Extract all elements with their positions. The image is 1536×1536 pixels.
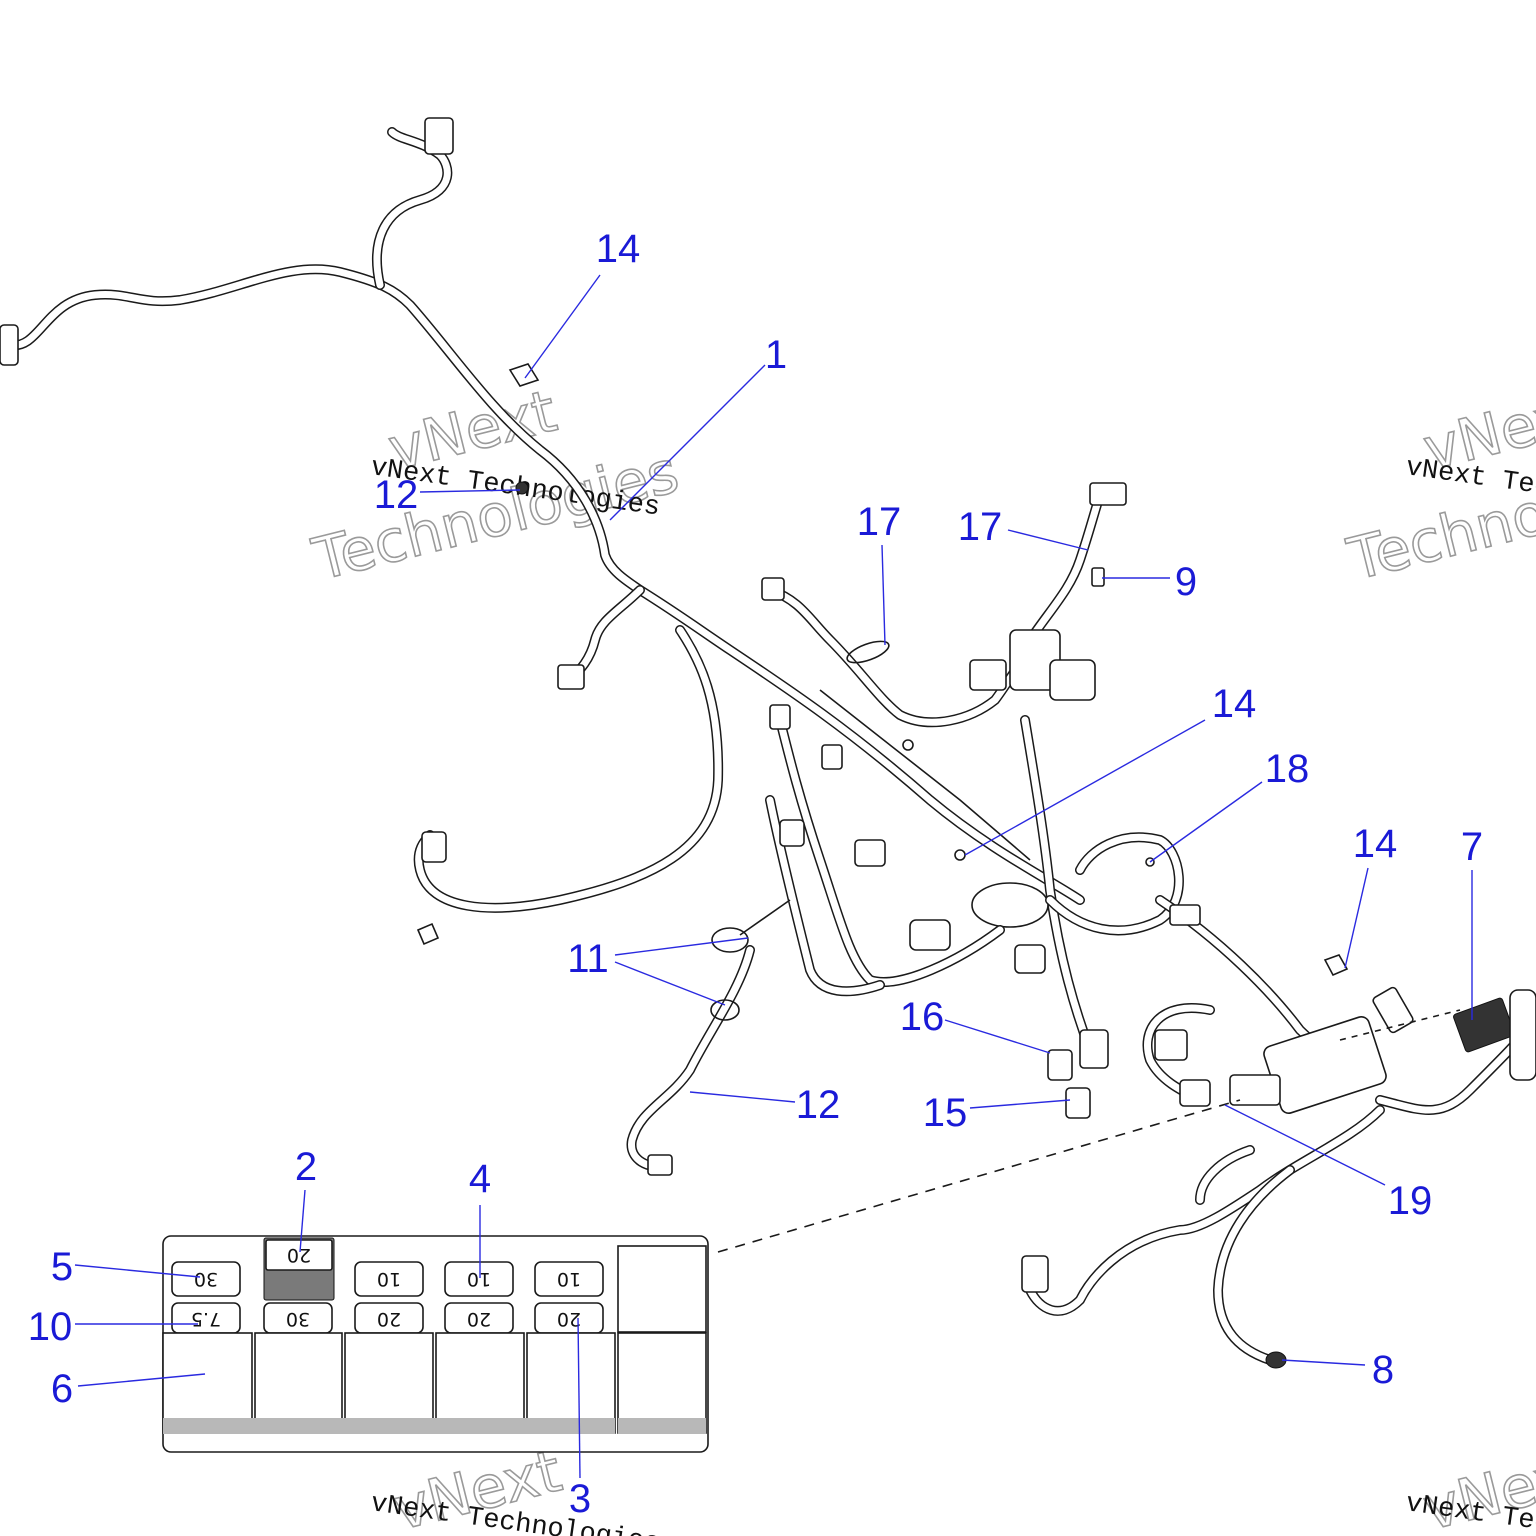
central-grommet [971, 882, 1049, 928]
callout-4: 4 [469, 1157, 491, 1201]
fuse-value-label: 30 [194, 1268, 218, 1290]
callout-14: 14 [596, 227, 641, 271]
fuse-box-inset: 30 20 10 10 10 7.5 30 20 20 20 [162, 1235, 709, 1453]
callout-3: 3 [569, 1477, 591, 1521]
connector-f [1154, 1029, 1188, 1061]
connector-c [854, 839, 886, 867]
callout-14: 14 [1212, 682, 1257, 726]
part-16 [1047, 1049, 1073, 1081]
connector-e [1169, 904, 1201, 926]
top-connector [424, 117, 454, 155]
relay [344, 1332, 434, 1434]
connector-b [821, 744, 843, 770]
fuse-socket [534, 1261, 604, 1297]
cable-tie-11a [711, 927, 749, 953]
callout-19: 19 [1388, 1179, 1433, 1223]
lower-left-connector [647, 1154, 673, 1176]
clip-12a [515, 481, 529, 495]
connector-a [769, 704, 791, 730]
callout-11: 11 [567, 937, 609, 981]
clip-14b [954, 849, 966, 861]
relay [435, 1332, 525, 1434]
relay-large [617, 1332, 707, 1434]
central-connector-2 [1014, 944, 1046, 974]
callout-12: 12 [374, 473, 419, 517]
callout-15: 15 [923, 1091, 968, 1135]
fuse-value-label: 20 [467, 1308, 491, 1330]
relay-block-3 [969, 659, 1007, 691]
relay-base [618, 1418, 706, 1434]
loose-clip [416, 922, 440, 946]
central-connector [909, 919, 951, 951]
top-right-connector [1089, 482, 1127, 506]
fuse-value-label: 10 [557, 1268, 581, 1290]
leader-lines [74, 274, 1473, 1479]
bottom-connector [1021, 1255, 1049, 1293]
fuse-2-cap [265, 1239, 333, 1271]
callout-17: 17 [958, 505, 1003, 549]
loop-connector [421, 831, 447, 863]
fuse-value-label: 7.5 [191, 1308, 221, 1330]
fuse-value-label: 20 [377, 1308, 401, 1330]
right-end-module [1509, 989, 1536, 1081]
connector-h [1372, 986, 1414, 1034]
relay-row [162, 1245, 707, 1434]
callout-8: 8 [1372, 1348, 1394, 1392]
fuse-value-label: 10 [377, 1268, 401, 1290]
small-connector [557, 664, 585, 690]
left-end-connector [0, 324, 19, 366]
relay [254, 1332, 343, 1434]
relay-block-2 [1049, 659, 1096, 701]
part-15 [1065, 1087, 1091, 1119]
fuse-top-row: 30 20 10 10 10 [171, 1237, 604, 1301]
callout-10: 10 [28, 1305, 73, 1349]
callout-labels: 14 1 12 17 17 9 14 18 14 7 11 16 15 12 1… [28, 227, 1483, 1521]
callout-9: 9 [1175, 560, 1197, 604]
fuse-socket [444, 1261, 514, 1297]
fuse-value-label: 30 [286, 1308, 310, 1330]
fuse-box-connector [1229, 1074, 1281, 1106]
fuse-socket [354, 1261, 424, 1297]
module-7 [1453, 997, 1515, 1053]
main-harness [0, 117, 1536, 1369]
fuse-socket [171, 1261, 241, 1297]
loop-clip [846, 640, 890, 664]
relay-base [163, 1418, 615, 1434]
callout-17: 17 [857, 500, 902, 544]
callout-6: 6 [51, 1367, 73, 1411]
callout-18: 18 [1265, 747, 1310, 791]
cable-tie-11b [710, 999, 740, 1021]
relay [526, 1332, 616, 1434]
fuse-value-label: 20 [287, 1244, 311, 1266]
callout-5: 5 [51, 1245, 73, 1289]
fuse-value-label: 20 [557, 1308, 581, 1330]
relay [162, 1332, 253, 1434]
fuse-box-installed [1263, 1015, 1387, 1115]
connector-d [779, 819, 805, 847]
connector-9 [1091, 567, 1105, 587]
fuse-value-label: 10 [467, 1268, 491, 1290]
connector-upper [761, 577, 785, 601]
connector-g [1179, 1079, 1211, 1107]
callout-14: 14 [1353, 822, 1398, 866]
relay-large [617, 1245, 707, 1333]
callout-12: 12 [796, 1083, 841, 1127]
callout-7: 7 [1461, 825, 1483, 869]
callout-16: 16 [900, 995, 945, 1039]
clip-14c [1323, 954, 1349, 977]
ground-clip [902, 739, 914, 751]
fuse-bottom-row: 7.5 30 20 20 20 [171, 1302, 604, 1334]
callout-2: 2 [295, 1145, 317, 1189]
trunk-end-connector [1079, 1029, 1109, 1069]
callout-1: 1 [765, 333, 787, 377]
